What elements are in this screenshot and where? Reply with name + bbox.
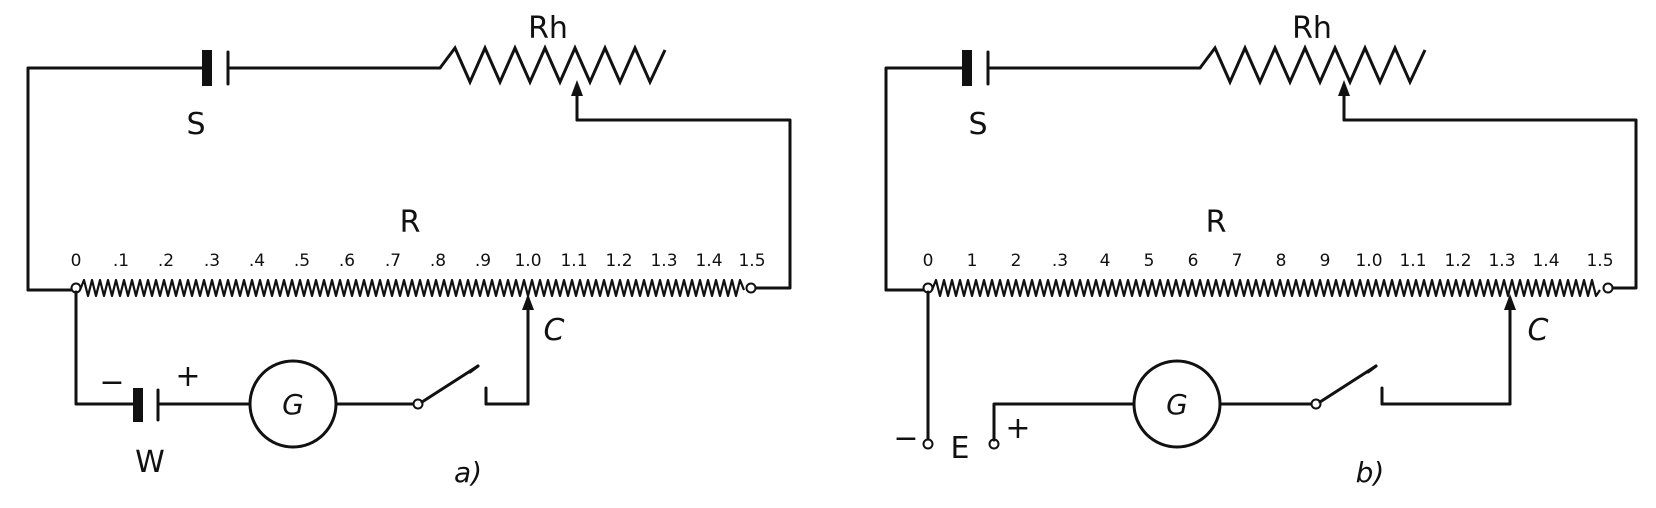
- panel-a-caption: a): [454, 456, 482, 489]
- panel-a-scale-13: 1.3: [650, 251, 677, 271]
- panel-b-scale-4: 4: [1100, 251, 1111, 271]
- panel-b-scale-6: 6: [1188, 251, 1199, 271]
- panel-a-scale-6: .6: [339, 251, 355, 271]
- panel-b-source-label: S: [968, 107, 987, 142]
- panel-a-cell-label: W: [135, 445, 165, 480]
- panel-b-scale: 0 1 2 .3 4 5 6 7 8 9 1.0 1.1 1.2 1.3 1.4…: [923, 251, 1614, 271]
- panel-a-slidewire-label: R: [400, 205, 421, 240]
- panel-b-scale-9: 9: [1320, 251, 1331, 271]
- panel-a-scale-5: .5: [294, 251, 310, 271]
- panel-a-cell-minus: −: [99, 365, 124, 400]
- panel-b-galvanometer-label: G: [1166, 388, 1188, 421]
- panel-a-sliding-contact: [522, 294, 534, 406]
- panel-b-scale-13: 1.3: [1488, 251, 1515, 271]
- panel-b-source-battery: [884, 50, 1202, 292]
- panel-a-scale-2: .2: [158, 251, 174, 271]
- panel-b-caption: b): [1356, 456, 1385, 489]
- panel-a-scale-4: .4: [249, 251, 265, 271]
- panel-a-contact-label: C: [544, 313, 565, 348]
- panel-b-rheostat-label: Rh: [1292, 11, 1332, 46]
- panel-a-source-label: S: [186, 107, 205, 142]
- panel-b-scale-15: 1.5: [1586, 251, 1613, 271]
- panel-b-slidewire-label: R: [1206, 205, 1227, 240]
- panel-b-galvanometer: [1132, 359, 1222, 449]
- panel-b: S Rh R 0 1 2 .3 4 5 6 7 8 9 1.0 1.1: [884, 11, 1638, 489]
- panel-a-scale: 0 .1 .2 .3 .4 .5 .6 .7 .8 .9 1.0 1.1 1.2…: [71, 251, 766, 271]
- panel-a-scale-14: 1.4: [695, 251, 722, 271]
- panel-b-rheostat: [1198, 44, 1638, 290]
- panel-b-scale-1: 1: [967, 251, 978, 271]
- panel-b-scale-11: 1.1: [1399, 251, 1426, 271]
- panel-a-scale-3: .3: [204, 251, 220, 271]
- panel-b-terminal-minus: −: [893, 421, 918, 456]
- panel-b-scale-3: .3: [1052, 251, 1068, 271]
- panel-a-source-battery: [26, 50, 442, 292]
- panel-b-terminal-label: E: [951, 431, 970, 466]
- panel-a-slidewire: [26, 278, 757, 298]
- panel-a-scale-8: .8: [430, 251, 446, 271]
- panel-a-rheostat-label: Rh: [528, 11, 568, 46]
- panel-a-cell-plus: +: [175, 359, 200, 394]
- panel-a-scale-15: 1.5: [738, 251, 765, 271]
- panel-b-scale-0: 0: [923, 251, 934, 271]
- panel-a-scale-7: .7: [385, 251, 401, 271]
- panel-b-contact-label: C: [1528, 313, 1549, 348]
- panel-a-galvanometer-label: G: [282, 388, 304, 421]
- panel-a-scale-0: 0: [71, 251, 82, 271]
- panel-b-sliding-contact: [1504, 294, 1516, 406]
- panel-a-scale-10: 1.0: [514, 251, 541, 271]
- panel-a-scale-1: .1: [113, 251, 129, 271]
- panel-a-scale-12: 1.2: [605, 251, 632, 271]
- panel-a-scale-11: 1.1: [560, 251, 587, 271]
- panel-b-scale-5: 5: [1144, 251, 1155, 271]
- panel-b-scale-7: 7: [1232, 251, 1243, 271]
- panel-b-lower-loop: [922, 290, 1512, 450]
- panel-b-scale-10: 1.0: [1355, 251, 1382, 271]
- panel-b-scale-14: 1.4: [1532, 251, 1559, 271]
- panel-b-slidewire: [884, 278, 1614, 298]
- panel-b-terminal-plus: +: [1005, 411, 1030, 446]
- panel-b-scale-12: 1.2: [1444, 251, 1471, 271]
- panel-a: S Rh R 0 .1 .2 .3 .4 .5 .6 .7 .8: [26, 11, 792, 489]
- panel-b-scale-2: 2: [1011, 251, 1022, 271]
- panel-b-scale-8: 8: [1276, 251, 1287, 271]
- panel-a-lower-loop: [74, 290, 530, 422]
- panel-a-galvanometer: [248, 359, 338, 449]
- panel-a-scale-9: .9: [475, 251, 491, 271]
- panel-a-rheostat: [438, 44, 792, 290]
